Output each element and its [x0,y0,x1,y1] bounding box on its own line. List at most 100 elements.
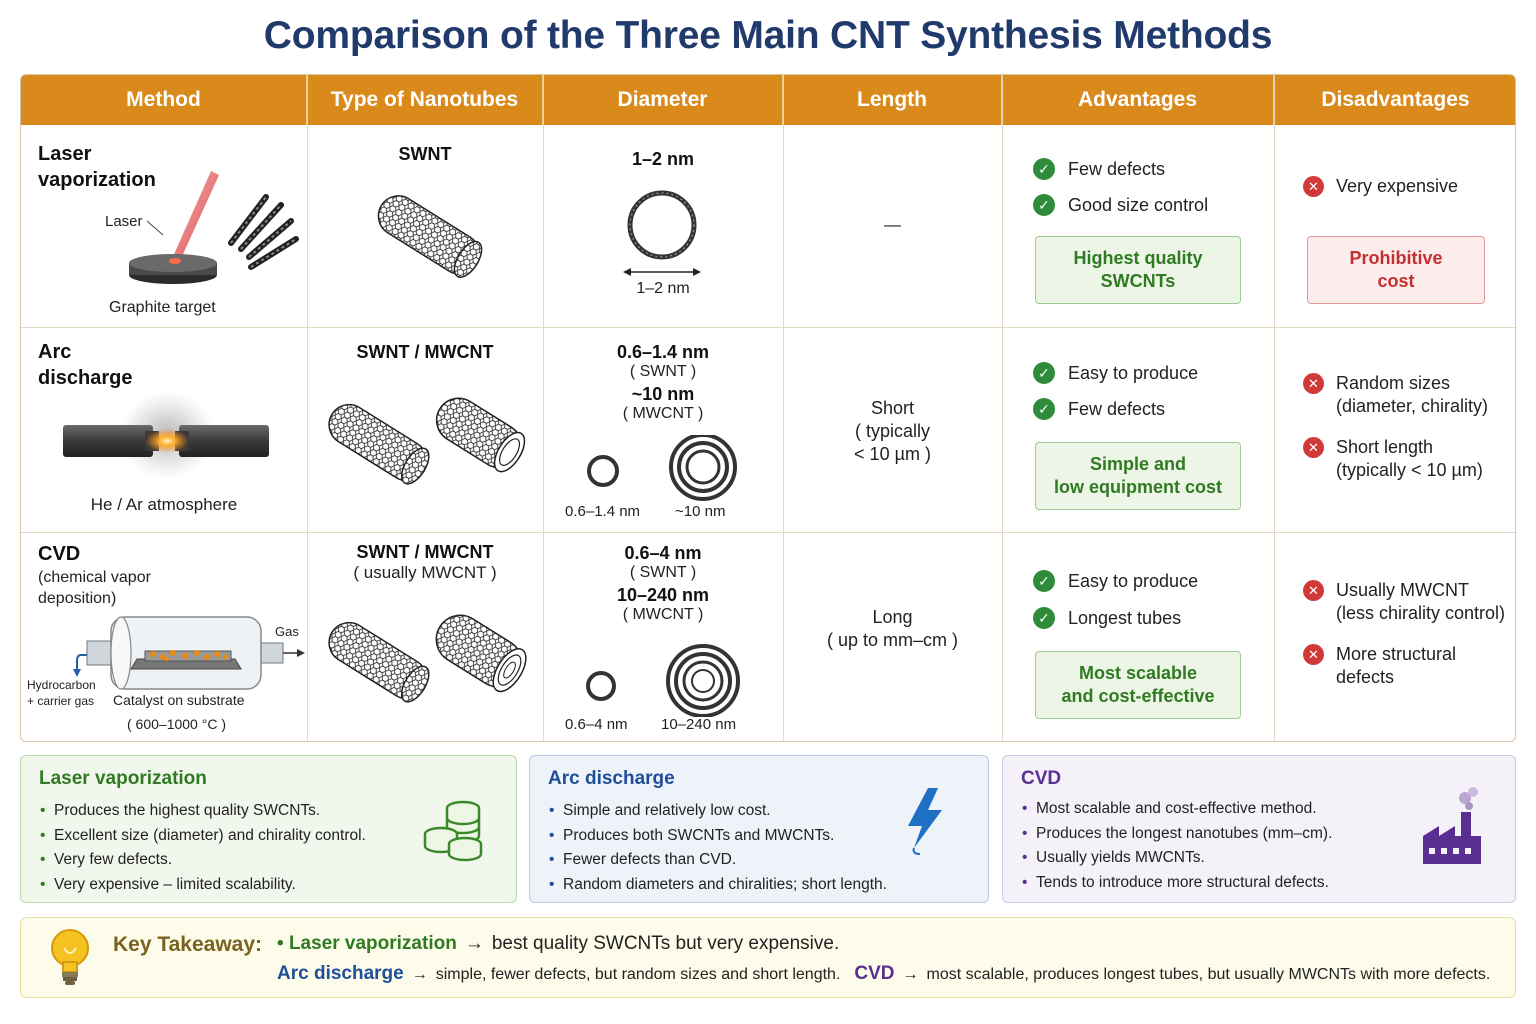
graphite-target-label: Graphite target [109,299,216,316]
x-icon: ✕ [1303,437,1324,458]
list-item: Produces the longest nanotubes (mm–cm). [1021,822,1497,847]
header-advantages: Advantages [1002,75,1274,125]
advantage-item: ✓Few defects [1033,157,1208,181]
x-icon: ✕ [1303,373,1324,394]
length-laser: — [884,215,901,234]
advantage-highlight-box: Most scalable and cost-effective [1035,651,1241,719]
mwcnt-tubes-illustration [328,397,526,485]
disadvantage-item: ✕ Short length(typically < 10 µm) [1303,436,1488,482]
grid-line [543,75,544,741]
header-diameter: Diameter [543,75,783,125]
x-icon: ✕ [1303,580,1324,601]
check-icon: ✓ [1033,607,1055,629]
comparison-table: Method Type of Nanotubes Diameter Length… [20,74,1516,742]
advantage-highlight-box: Highest quality SWCNTs [1035,236,1241,304]
header-length: Length [783,75,1002,125]
ring-cross-sections [587,435,737,501]
grid-line [21,532,1515,533]
method-cvd: CVD (chemical vapor deposition) [38,543,151,607]
atmosphere-label: He / Ar atmosphere [90,495,238,514]
ring-label: ~10 nm [675,503,726,520]
card-title: Laser vaporization [39,768,207,789]
takeaway-line-1: • Laser vaporization→best quality SWCNTs… [277,933,840,954]
grid-line [21,327,1515,328]
ring-label: 10–240 nm [661,716,737,733]
check-icon: ✓ [1033,570,1055,592]
laser-apparatus-illustration [129,171,299,284]
advantage-item: ✓Longest tubes [1033,606,1198,630]
disadvantage-item: ✕ Random sizes(diameter, chirality) [1303,372,1488,418]
disadvantages-laser: ✕Very expensive [1303,175,1458,198]
list-item: Usually yields MWCNTs. [1021,846,1497,871]
grid-line [1274,75,1275,741]
disadvantages-arc: ✕ Random sizes(diameter, chirality) ✕ Sh… [1303,372,1488,482]
ring-cross-sections [586,644,740,717]
grid-line [1002,75,1003,741]
card-title: Arc discharge [548,768,675,789]
disadvantages-cvd: ✕ Usually MWCNT(less chirality control) … [1303,579,1505,689]
cvd-furnace-illustration [73,616,305,690]
list-item: Fewer defects than CVD. [548,848,970,873]
check-icon: ✓ [1033,194,1055,216]
check-icon: ✓ [1033,398,1055,420]
x-icon: ✕ [1303,644,1324,665]
diameter-cvd: 0.6–4 nm ( SWNT ) 10–240 nm ( MWCNT ) [616,543,710,623]
coins-icon [423,800,483,862]
takeaway-line-2: Arc discharge→simple, fewer defects, but… [277,963,1491,984]
takeaway-label: Key Takeaway: [113,933,263,956]
check-icon: ✓ [1033,158,1055,180]
check-icon: ✓ [1033,362,1055,384]
temperature-label: ( 600–1000 °C ) [127,716,226,732]
summary-card-arc: Arc discharge Simple and relatively low … [529,755,989,903]
card-title: CVD [1021,768,1062,789]
advantage-item: ✓Good size control [1033,193,1208,217]
lightbulb-icon [51,929,89,985]
list-item: Very few defects. [39,848,498,873]
type-laser: SWNT [398,144,452,164]
lightning-icon [908,788,942,855]
advantage-item: ✓Easy to produce [1033,569,1198,593]
list-item: Produces the highest quality SWCNTs. [39,799,498,824]
disadvantage-item: ✕Very expensive [1303,175,1458,198]
x-icon: ✕ [1303,176,1324,197]
grid-line [783,75,784,741]
advantages-laser: ✓Few defects ✓Good size control [1033,157,1208,217]
summary-card-laser: Laser vaporization Produces the highest … [20,755,517,903]
advantage-highlight-box: Simple and low equipment cost [1035,442,1241,510]
catalyst-label: Catalyst on substrate [113,692,245,708]
factory-icon [1423,787,1481,864]
page-title: Comparison of the Three Main CNT Synthes… [263,14,1273,57]
diameter-laser-top: 1–2 nm [631,149,695,169]
ring-label: 0.6–4 nm [565,716,628,733]
grid-line [307,75,308,741]
swnt-tube-illustration [377,195,483,278]
list-item: Most scalable and cost-effective method. [1021,797,1497,822]
ring-label: 0.6–1.4 nm [565,503,641,520]
list-item: Produces both SWCNTs and MWCNTs. [548,824,970,849]
disadvantage-highlight-box: Prohibitive cost [1307,236,1485,304]
advantage-item: ✓Easy to produce [1033,361,1198,385]
list-item: Random diameters and chiralities; short … [548,873,970,898]
laser-label: Laser [105,213,143,230]
gas-out-label: Gas [275,624,299,639]
diameter-arc: 0.6–1.4 nm ( SWNT ) ~10 nm ( MWCNT ) [616,342,710,422]
header-method: Method [21,75,307,125]
summary-card-cvd: CVD Most scalable and cost-effective met… [1002,755,1516,903]
method-arc: Arc discharge [38,341,133,389]
length-cvd: Long ( up to mm–cm ) [826,607,959,650]
length-arc: Short ( typically < 10 µm ) [854,398,931,464]
type-cvd: SWNT / MWCNT ( usually MWCNT ) [353,542,497,582]
list-item: Excellent size (diameter) and chirality … [39,824,498,849]
header-type: Type of Nanotubes [307,75,543,125]
card-list: Most scalable and cost-effective method.… [1021,797,1497,895]
diameter-laser-bottom: 1–2 nm [636,280,690,297]
ring-cross-section [623,190,701,276]
hydrocarbon-label: Hydrocarbon + carrier gas [27,678,96,708]
method-laser: Laser vaporization [38,143,156,191]
mwcnt-tubes-illustration [328,614,527,703]
card-list: Produces the highest quality SWCNTs. Exc… [39,799,498,897]
list-item: Very expensive – limited scalability. [39,873,498,898]
type-arc: SWNT / MWCNT [356,342,494,362]
advantages-cvd: ✓Easy to produce ✓Longest tubes [1033,569,1198,630]
